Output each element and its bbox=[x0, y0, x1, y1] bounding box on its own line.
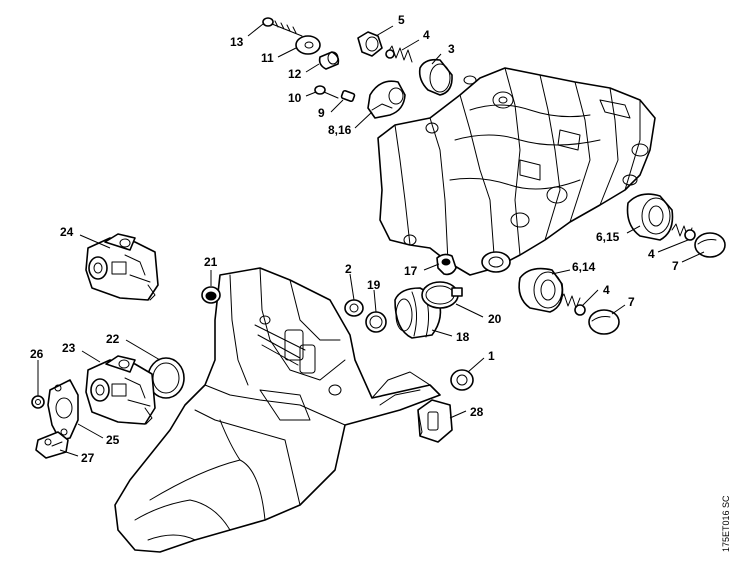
grommet-21 bbox=[201, 286, 221, 304]
carburetor-24 bbox=[85, 233, 159, 301]
callout-8-16: 8,16 bbox=[328, 123, 352, 137]
callout-4-top: 4 bbox=[423, 28, 430, 42]
callout-4-right: 4 bbox=[648, 247, 655, 261]
connector-27 bbox=[35, 431, 69, 459]
cap-5 bbox=[357, 31, 383, 57]
buffer-6-15 bbox=[626, 193, 674, 241]
callout-17: 17 bbox=[404, 264, 418, 278]
spring-4c bbox=[559, 293, 586, 316]
callout-6-14: 6,14 bbox=[572, 260, 596, 274]
bolt-9 bbox=[340, 89, 356, 103]
carburetor-23 bbox=[85, 355, 156, 425]
callout-27: 27 bbox=[81, 451, 95, 465]
callout-11: 11 bbox=[261, 51, 274, 65]
drawing-code: 175ET016 SC bbox=[721, 495, 731, 552]
callout-6-15: 6,15 bbox=[596, 230, 620, 244]
callout-13: 13 bbox=[230, 35, 244, 49]
crankcase bbox=[377, 67, 656, 276]
leader-lines bbox=[37, 23, 705, 457]
spring-4b bbox=[671, 223, 696, 241]
callout-20: 20 bbox=[488, 312, 502, 326]
washer-2 bbox=[344, 299, 364, 317]
callout-7-center: 7 bbox=[628, 295, 635, 309]
callout-2: 2 bbox=[345, 262, 352, 276]
washer-1 bbox=[450, 369, 474, 391]
callout-25: 25 bbox=[106, 433, 120, 447]
callout-24: 24 bbox=[60, 225, 74, 239]
callout-3: 3 bbox=[448, 42, 455, 56]
cap-7a bbox=[694, 232, 726, 258]
bracket-28 bbox=[417, 399, 453, 443]
callout-4-center: 4 bbox=[603, 283, 610, 297]
engine-housing bbox=[114, 267, 441, 553]
screw-13 bbox=[262, 17, 303, 37]
buffer-17 bbox=[436, 253, 457, 276]
callout-18: 18 bbox=[456, 330, 470, 344]
washer-11 bbox=[295, 35, 321, 55]
buffer-3 bbox=[418, 58, 453, 96]
screw-10 bbox=[314, 85, 339, 99]
cap-7b bbox=[588, 309, 620, 335]
callout-22: 22 bbox=[106, 332, 120, 346]
callout-28: 28 bbox=[470, 405, 484, 419]
nut-26 bbox=[31, 395, 45, 409]
clamp-20 bbox=[421, 281, 463, 309]
callout-7-right: 7 bbox=[672, 259, 679, 273]
buffer-6-14 bbox=[518, 267, 564, 313]
callout-21: 21 bbox=[204, 255, 218, 269]
callout-10: 10 bbox=[288, 91, 302, 105]
callout-9: 9 bbox=[318, 106, 325, 120]
callout-1: 1 bbox=[488, 349, 495, 363]
callout-19: 19 bbox=[367, 278, 381, 292]
callout-12: 12 bbox=[288, 67, 302, 81]
ring-19 bbox=[365, 311, 387, 333]
callout-23: 23 bbox=[62, 341, 76, 355]
spring-4a bbox=[385, 45, 413, 63]
sleeve-12 bbox=[318, 51, 340, 70]
plate-25 bbox=[47, 379, 79, 441]
callout-26: 26 bbox=[30, 347, 44, 361]
callout-labels: 13 11 12 10 9 8,16 5 4 3 24 21 2 19 17 2… bbox=[30, 13, 679, 465]
callout-5: 5 bbox=[398, 13, 405, 27]
mount-8-16 bbox=[367, 80, 406, 119]
